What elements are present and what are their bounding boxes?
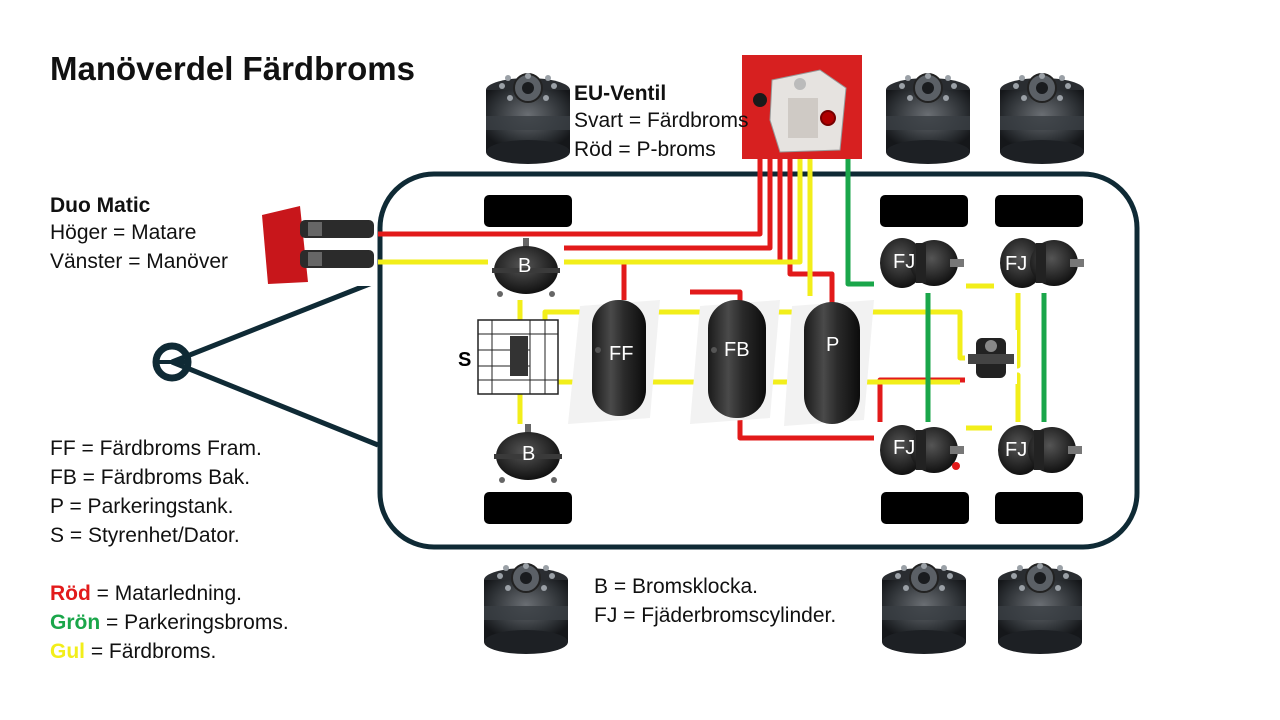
brake-chamber-bottom-label: B <box>522 443 535 465</box>
eu-valve-icon <box>742 55 862 159</box>
legend-green-word: Grön <box>50 611 101 634</box>
tank-fb-label: FB <box>724 339 750 361</box>
spring-cylinder-label-1: FJ <box>893 251 915 273</box>
air-tank-ff <box>568 300 660 424</box>
abbr-ff: FF = Färdbroms Fram. <box>50 437 262 460</box>
legend-fj: FJ = Fjäderbromscylinder. <box>594 604 837 627</box>
wheel-rear-top <box>995 195 1083 227</box>
wheel-mid-top <box>880 195 968 227</box>
spring-brake-cylinder-icon <box>874 235 1086 480</box>
page-title: Manöverdel Färdbroms <box>50 50 415 87</box>
legend-green: Grön = Parkeringsbroms. <box>50 608 289 637</box>
brake-chamber-top-label: B <box>518 255 531 277</box>
duo-matic-text: Duo Matic Höger = Matare Vänster = Manöv… <box>50 194 228 276</box>
legend-red-rest: = Matarledning. <box>90 582 243 605</box>
spring-cylinder-label-3: FJ <box>893 437 915 459</box>
legend-yellow-rest: = Färdbroms. <box>85 640 217 663</box>
air-tank-fb <box>690 300 780 424</box>
wheel-rear-bottom <box>995 492 1083 524</box>
tank-ff-label: FF <box>609 343 633 365</box>
abbreviation-legend: FF = Färdbroms Fram. FB = Färdbroms Bak.… <box>50 434 262 550</box>
drawbar <box>152 280 379 448</box>
tank-p-label: P <box>826 334 839 356</box>
relay-valve-icon <box>965 330 1017 384</box>
wheel-front-left-bottom <box>484 492 572 524</box>
legend-green-rest: = Parkeringsbroms. <box>100 611 289 634</box>
wheel-front-left-top <box>484 195 572 227</box>
duo-matic-heading: Duo Matic <box>50 194 151 217</box>
eu-valve-line-2: Röd = P-broms <box>574 138 716 161</box>
duo-matic-line-1: Höger = Matare <box>50 221 197 244</box>
component-legend: B = Bromsklocka. FJ = Fjäderbromscylinde… <box>594 572 836 630</box>
duo-matic-coupling-icon <box>253 198 375 286</box>
wheel-mid-bottom <box>881 492 969 524</box>
spring-cylinder-label-2: FJ <box>1005 253 1027 275</box>
legend-red-word: Röd <box>50 582 91 605</box>
abbr-fb: FB = Färdbroms Bak. <box>50 466 251 489</box>
legend-b: B = Bromsklocka. <box>594 575 758 598</box>
eu-valve-heading: EU-Ventil <box>574 82 667 105</box>
wheels <box>484 195 1083 524</box>
abbr-p: P = Parkeringstank. <box>50 495 234 518</box>
legend-red: Röd = Matarledning. <box>50 579 289 608</box>
eu-valve-text: EU-Ventil Svart = Färdbroms Röd = P-brom… <box>574 82 748 164</box>
abbr-s: S = Styrenhet/Dator. <box>50 524 240 547</box>
control-unit-icon <box>477 319 559 395</box>
legend-yellow-word: Gul <box>50 640 85 663</box>
legend-yellow: Gul = Färdbroms. <box>50 637 289 666</box>
control-unit-label: S <box>458 349 471 371</box>
duo-matic-line-2: Vänster = Manöver <box>50 250 229 273</box>
color-legend: Röd = Matarledning. Grön = Parkeringsbro… <box>50 579 289 666</box>
air-tank-p <box>784 300 874 426</box>
spring-cylinder-label-4: FJ <box>1005 439 1027 461</box>
eu-valve-line-1: Svart = Färdbroms <box>574 109 749 132</box>
